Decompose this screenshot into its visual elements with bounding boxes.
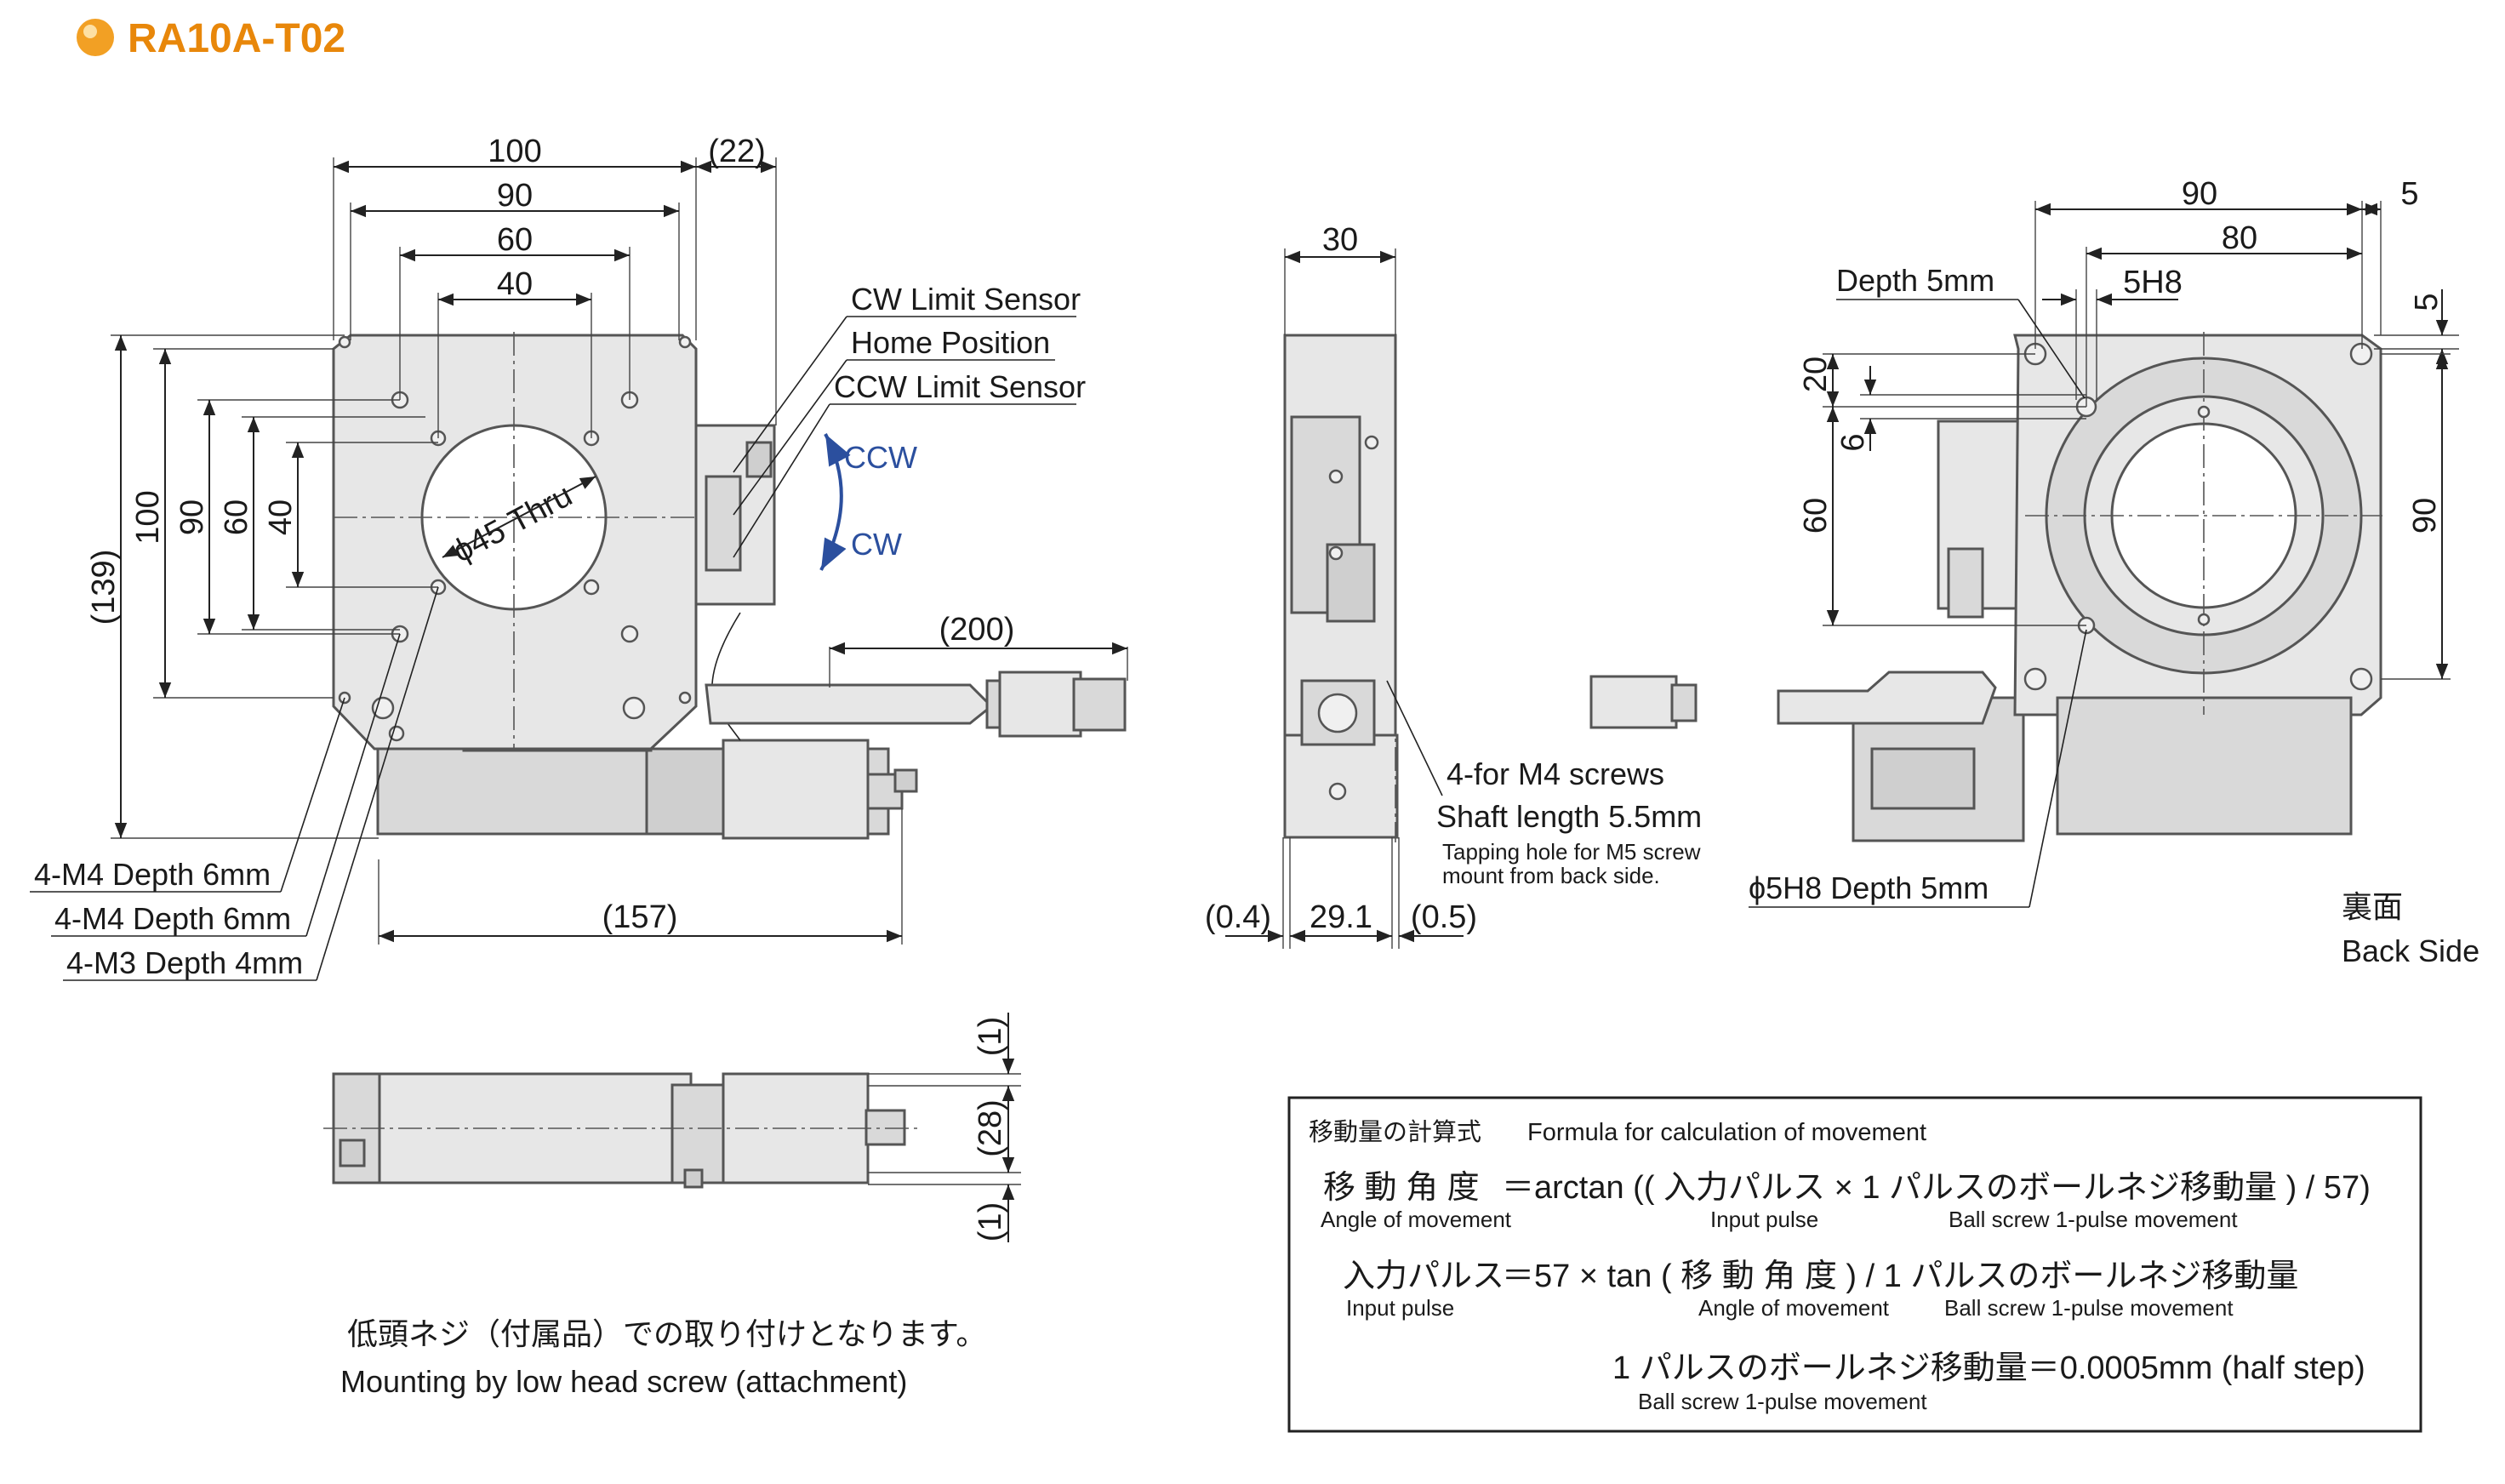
title-bullet-icon [77,19,114,56]
dim-front-v100: 100 [130,490,166,544]
front-view [332,332,1127,840]
connector [998,671,1082,738]
title-group: RA10A-T02 [77,16,345,61]
formula-row3-sub: Ball screw 1-pulse movement [1638,1389,1927,1414]
formula-row2-label-en: Input pulse [1346,1295,1454,1321]
formula-row1-sub2: Ball screw 1-pulse movement [1949,1207,2238,1232]
dim-front-200: (200) [939,612,1015,648]
back-view [1589,332,2382,842]
formula-heading-jp: 移動量の計算式 [1309,1118,1481,1146]
back-side-label-jp: 裏面 [2342,889,2403,924]
dim-bottom-1a: (1) [973,1017,1008,1056]
page-title: RA10A-T02 [128,16,345,61]
back-side-label-en: Back Side [2342,933,2479,968]
dim-side-04: (0.4) [1205,899,1271,935]
dim-back-v60: 60 [1798,498,1834,534]
dim-back-80: 80 [2222,220,2257,256]
formula-row2-sub2: Ball screw 1-pulse movement [1944,1295,2234,1321]
back-view-dimensions: 90 5 80 5H8 Depth 5mm 5 90 20 6 60 ϕ5 [1749,176,2479,968]
dim-back-v90: 90 [2407,498,2443,534]
mounting-note-jp: 低頭ネジ（付属品）での取り付けとなります。 [347,1316,986,1351]
formula-row1-label-en: Angle of movement [1321,1207,1512,1232]
dim-back-5: 5 [2400,176,2418,212]
dim-front-157: (157) [602,899,678,935]
cw-limit-label: CW Limit Sensor [851,282,1081,317]
dim-back-v5: 5 [2409,293,2445,311]
formula-row2-sub1: Angle of movement [1698,1295,1890,1321]
formula-heading-en: Formula for calculation of movement [1527,1119,1926,1146]
formula-row3-expr: 1 パルスのボールネジ移動量＝0.0005mm (half step) [1612,1350,2365,1386]
side-note-m4: 4-for M4 screws [1447,756,1664,791]
dim-side-30: 30 [1322,222,1358,258]
side-view-dimensions: 30 (0.4) 29.1 (0.5) 4-for M4 screws Shaf… [1205,222,1702,949]
callout-m4-a: 4-M4 Depth 6mm [34,857,271,892]
dim-front-v40: 40 [263,499,299,535]
side-connector [1300,679,1376,746]
formula-frame [1287,1096,2422,1433]
home-position-label: Home Position [851,325,1050,360]
dim-back-v20: 20 [1798,357,1834,392]
dim-front-139: (139) [86,550,122,625]
formula-box: 移動量の計算式 Formula for calculation of movem… [1287,1096,2422,1433]
formula-row1-expr: ＝arctan (( 入力パルス × 1 パルスのボールネジ移動量 ) / 57… [1502,1170,2371,1206]
ccw-limit-label: CCW Limit Sensor [834,369,1086,404]
back-hole-note: ϕ5H8 Depth 5mm [1749,870,1989,905]
dim-front-60: 60 [497,222,533,258]
ccw-label: CCW [844,440,917,475]
formula-row1-sub1: Input pulse [1710,1207,1818,1232]
formula-row2-label: 入力パルス [1343,1259,1504,1294]
back-connector [1589,675,1678,729]
bottom-view-dimensions: (1) (28) (1) 低頭ネジ（付属品）での取り付けとなります。 Mount… [340,1013,1021,1399]
dim-back-5h8: 5H8 [2123,265,2183,300]
side-view [1283,334,1399,842]
callout-m3: 4-M3 Depth 4mm [66,945,303,980]
callout-m4-b: 4-M4 Depth 6mm [54,901,291,936]
dim-front-v60: 60 [219,499,254,535]
front-view-dimensions: 100 (22) 90 60 40 (139) 100 90 60 40 ϕ45… [30,134,1128,981]
mounting-note-en: Mounting by low head screw (attachment) [340,1364,907,1399]
formula-row2-expr: ＝57 × tan ( 移 動 角 度 ) / 1 パルスのボールネジ移動量 [1502,1259,2298,1294]
cw-label: CW [851,527,902,562]
dim-side-291: 29.1 [1310,899,1372,935]
dim-front-22: (22) [708,134,766,169]
side-note-mount: mount from back side. [1442,863,1660,888]
dim-front-90: 90 [497,178,533,214]
dim-bottom-28: (28) [973,1099,1008,1157]
dim-front-40: 40 [497,266,533,302]
side-note-shaft: Shaft length 5.5mm [1436,799,1702,834]
dim-front-v90: 90 [174,499,210,535]
formula-row1-label: 移 動 角 度 [1323,1170,1480,1206]
dim-front-100: 100 [488,134,541,169]
bottom-view [323,1072,919,1189]
back-depth-label: Depth 5mm [1836,263,1994,298]
side-note-tapping: Tapping hole for M5 screw [1442,839,1701,865]
dim-side-05: (0.5) [1411,899,1477,935]
dim-back-90: 90 [2182,176,2217,212]
dim-back-v6: 6 [1835,433,1871,451]
dim-bottom-1b: (1) [973,1202,1008,1241]
